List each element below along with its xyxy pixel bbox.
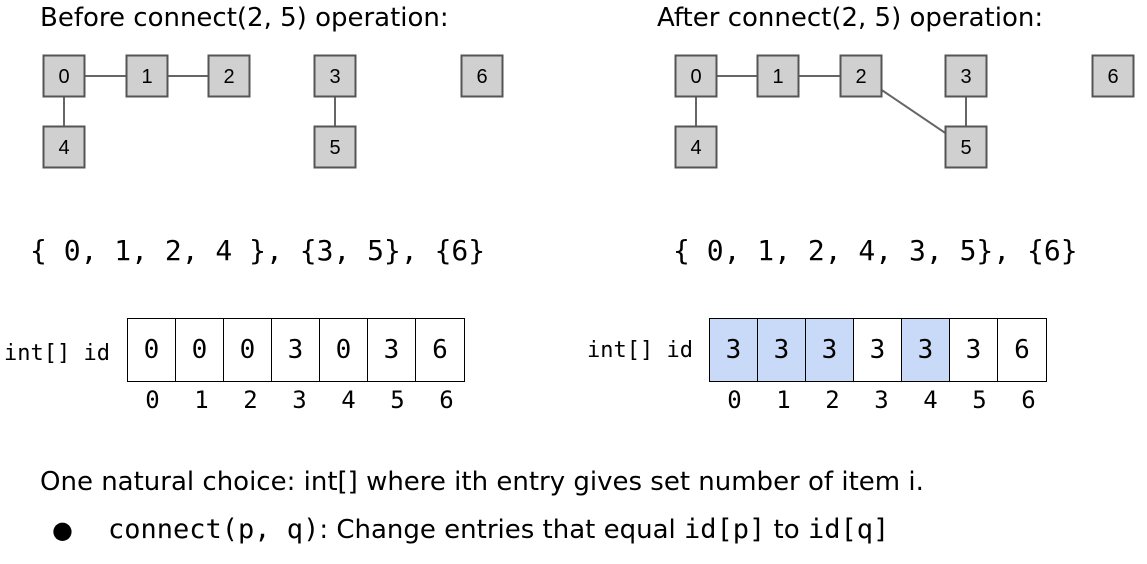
after-index-4: 4 (923, 386, 938, 414)
after-node-6 (1091, 54, 1135, 98)
before-sets: { 0, 1, 2, 4 }, {3, 5}, {6} (30, 234, 486, 267)
after-node-5 (944, 125, 988, 169)
after-node-label-0: 0 (690, 66, 701, 88)
before-index-3: 3 (292, 386, 307, 414)
after-index-0: 0 (727, 386, 742, 414)
code-connect: connect(p, q) (108, 514, 320, 545)
before-id-cell-5: 3 (368, 319, 416, 381)
after-node-label-3: 3 (960, 66, 971, 88)
before-index-4: 4 (341, 386, 356, 414)
bullet-text-mid: : Change entries that equal (319, 515, 685, 545)
before-node-label-0: 0 (58, 66, 69, 88)
after-id-cell-3: 3 (854, 319, 902, 381)
after-node-2 (839, 54, 883, 98)
bullet-item: ● connect(p, q) : Change entries that eq… (52, 514, 889, 545)
before-node-2 (207, 54, 251, 98)
description: One natural choice: int[] where ith entr… (40, 467, 924, 497)
before-node-5 (313, 125, 357, 169)
after-node-1 (756, 54, 800, 98)
before-node-label-2: 2 (223, 66, 234, 88)
before-array-label: int[] id (4, 341, 110, 366)
code-id-q: id[q] (807, 514, 890, 545)
after-id-cell-5: 3 (950, 319, 998, 381)
after-id-cell-1: 3 (758, 319, 806, 381)
before-index-1: 1 (194, 386, 209, 414)
after-index-3: 3 (874, 386, 889, 414)
after-node-0 (674, 54, 718, 98)
after-index-2: 2 (825, 386, 840, 414)
before-id-cell-3: 3 (272, 319, 320, 381)
bullet-text-to: to (765, 515, 808, 545)
after-sets: { 0, 1, 2, 4, 3, 5}, {6} (673, 234, 1078, 267)
before-id-cell-0: 0 (128, 319, 176, 381)
before-id-cell-1: 0 (176, 319, 224, 381)
before-node-label-1: 1 (141, 66, 152, 88)
after-node-3 (944, 54, 988, 98)
after-graph: 0 1 2 3 4 5 6 (674, 54, 1135, 169)
before-graph: 0 1 2 3 4 5 6 (42, 54, 504, 169)
before-id-cell-2: 0 (224, 319, 272, 381)
before-index-2: 2 (243, 386, 258, 414)
after-id-cell-4: 3 (902, 319, 950, 381)
code-id-p: id[p] (684, 514, 766, 545)
after-indices: 0 1 2 3 4 5 6 (710, 386, 1053, 414)
bullet-icon: ● (52, 516, 73, 544)
before-node-4 (42, 125, 86, 169)
before-indices: 0 1 2 3 4 5 6 (128, 386, 471, 414)
before-id-cell-6: 6 (432, 335, 448, 365)
after-id-cell-2: 3 (806, 319, 854, 381)
after-id-cell-6: 6 (1014, 335, 1030, 365)
before-id-cell-4: 0 (320, 319, 368, 381)
after-index-1: 1 (776, 386, 791, 414)
after-node-label-5: 5 (960, 137, 971, 159)
after-array-label: int[] id (587, 338, 693, 363)
before-title: Before connect(2, 5) operation: (40, 3, 449, 33)
after-node-label-4: 4 (690, 137, 701, 159)
after-title: After connect(2, 5) operation: (657, 3, 1044, 33)
before-node-label-3: 3 (329, 66, 340, 88)
after-node-label-6: 6 (1107, 66, 1118, 88)
after-node-label-2: 2 (855, 66, 866, 88)
after-node-4 (674, 125, 718, 169)
before-node-label-6: 6 (476, 66, 487, 88)
before-node-3 (313, 54, 357, 98)
before-index-0: 0 (145, 386, 160, 414)
before-node-label-4: 4 (58, 137, 69, 159)
before-node-1 (125, 54, 169, 98)
before-node-label-5: 5 (329, 137, 340, 159)
after-id-cell-0: 3 (710, 319, 758, 381)
before-node-0 (42, 54, 86, 98)
before-node-6 (460, 54, 504, 98)
after-index-6: 6 (1021, 386, 1036, 414)
before-index-5: 5 (390, 386, 405, 414)
after-index-5: 5 (972, 386, 987, 414)
before-index-6: 6 (439, 386, 454, 414)
after-node-label-1: 1 (772, 66, 783, 88)
